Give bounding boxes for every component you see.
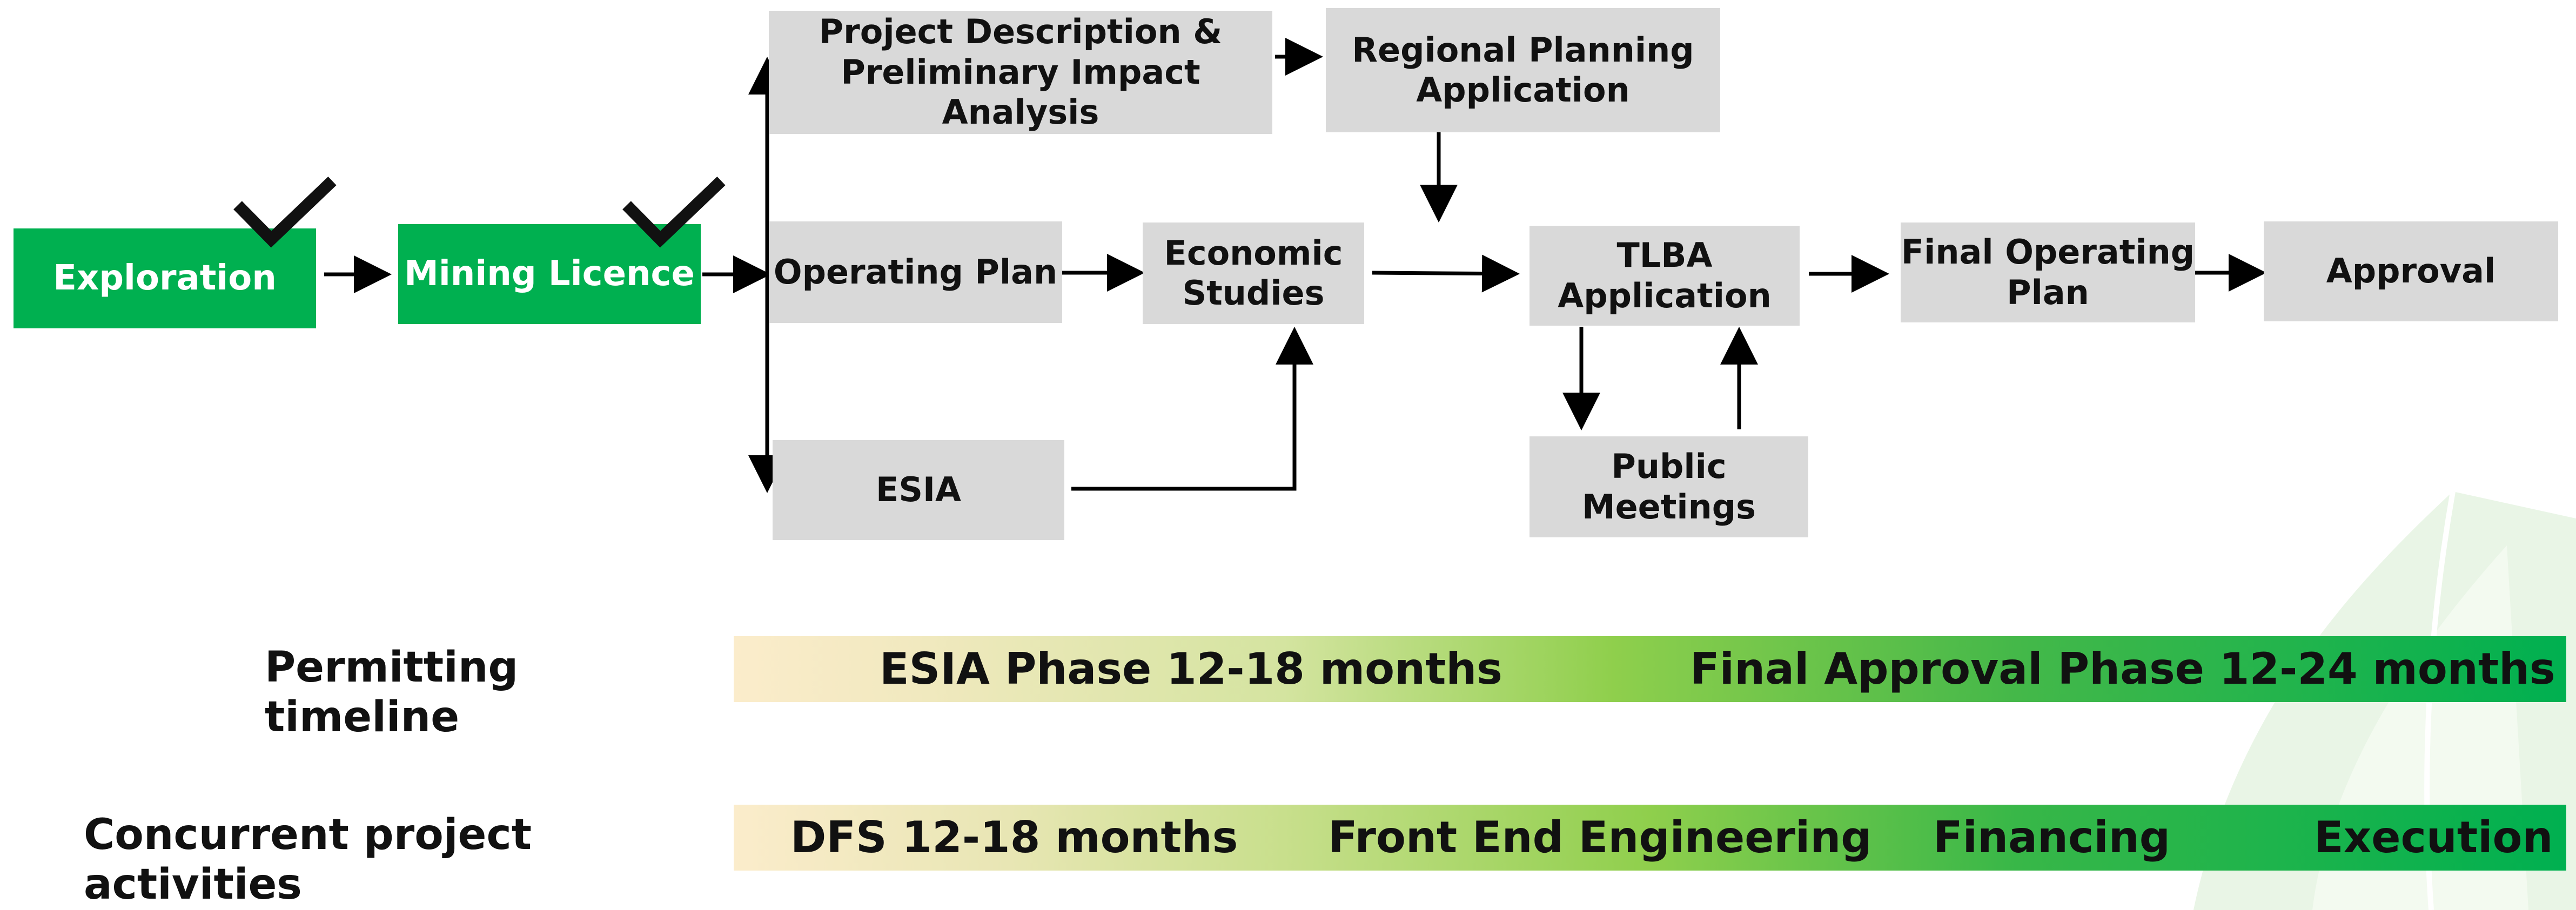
permitting-timeline-bar: ESIA Phase 12-18 months Final Approval P… <box>734 636 2566 702</box>
concurrent-phase-execution: Execution <box>2314 812 2553 862</box>
permitting-phase-final-approval: Final Approval Phase 12-24 months <box>1690 644 2555 694</box>
concurrent-activities-bar: DFS 12-18 months Front End Engineering F… <box>734 805 2566 871</box>
node-approval: Approval <box>2264 221 2558 321</box>
node-exploration: Exploration <box>14 228 316 328</box>
node-project-description: Project Description & Preliminary Impact… <box>769 11 1272 134</box>
node-tlba-application: TLBA Application <box>1530 226 1800 326</box>
node-public-meetings: Public Meetings <box>1530 436 1808 537</box>
node-esia: ESIA <box>773 440 1064 540</box>
node-regional-planning-application: Regional Planning Application <box>1326 8 1720 132</box>
node-operating-plan: Operating Plan <box>769 221 1062 323</box>
node-economic-studies: Economic Studies <box>1143 223 1364 324</box>
node-final-operating-plan: Final Operating Plan <box>1901 223 2195 322</box>
concurrent-phase-dfs: DFS 12-18 months <box>790 812 1238 862</box>
concurrent-phase-financing: Financing <box>1933 812 2171 862</box>
permitting-phase-esia: ESIA Phase 12-18 months <box>880 644 1502 694</box>
checkmark-icon <box>622 177 726 248</box>
node-mining-licence: Mining Licence <box>398 224 701 324</box>
arrow-esia-to-economic-studies <box>1071 327 1313 491</box>
concurrent-activities-label: Concurrent project activities <box>84 811 532 909</box>
checkmark-icon <box>233 177 337 248</box>
permitting-timeline-label: Permitting timeline <box>265 643 519 742</box>
arrow-economic-studies-to-tlba <box>1372 254 1520 293</box>
concurrent-phase-front-end-engineering: Front End Engineering <box>1328 812 1872 862</box>
